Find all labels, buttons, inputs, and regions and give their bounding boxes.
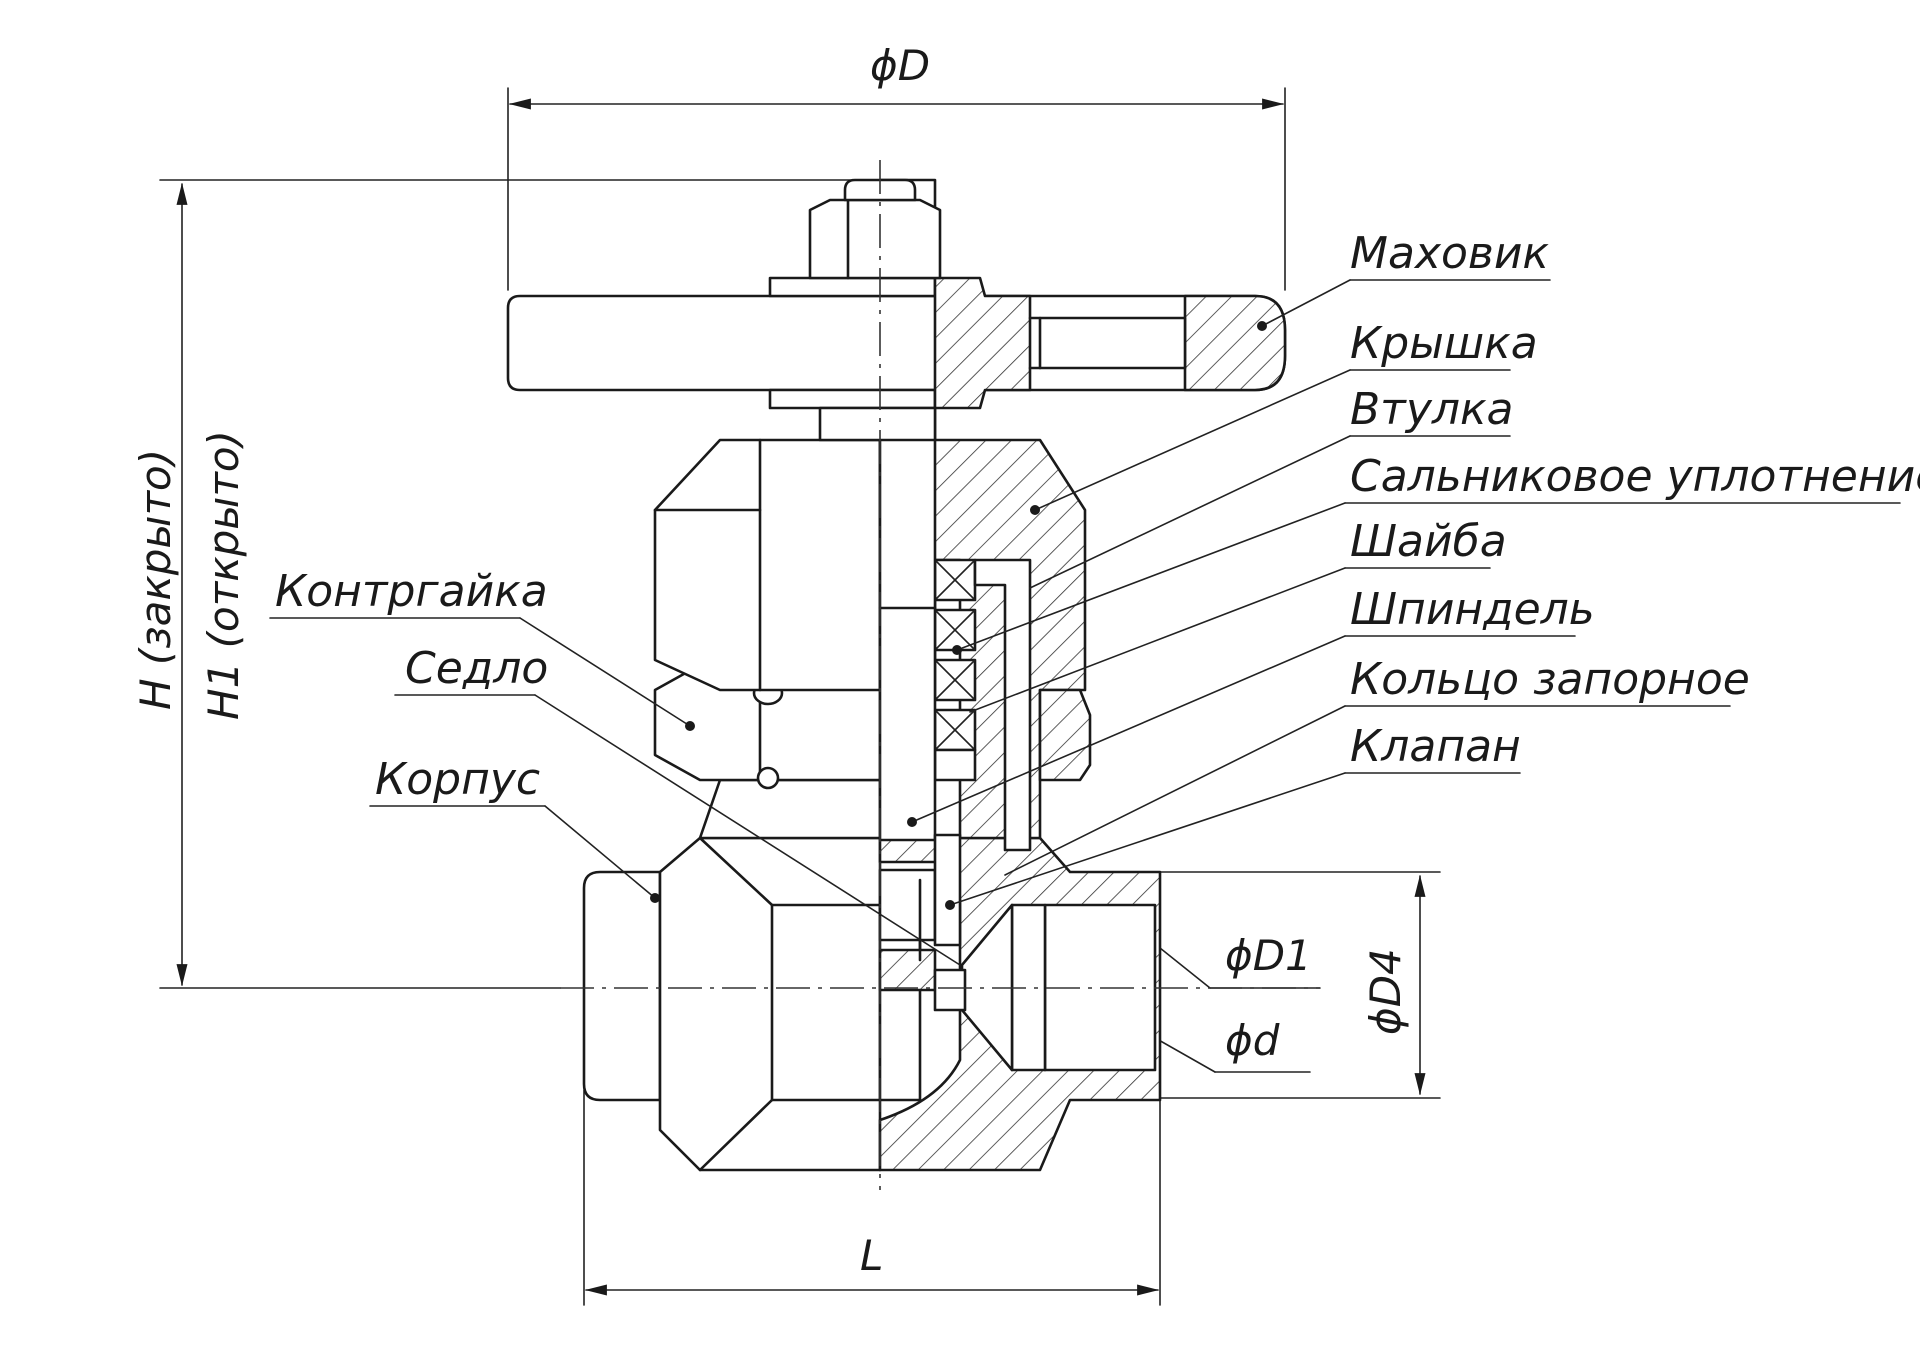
dimension-d4: ϕD4 <box>1149 871 1441 1099</box>
label-cover: Крышка <box>1350 318 1538 369</box>
dimension-h: H (закрыто) H1 (открыто) <box>131 179 881 987</box>
label-gland-seal: Сальниковое уплотнение <box>1350 451 1920 502</box>
dimension-d4-label: ϕD4 <box>1361 948 1410 1035</box>
handwheel <box>506 178 1287 442</box>
label-valve-disc: Клапан <box>1350 721 1521 772</box>
dimension-l: L <box>583 1089 1161 1306</box>
label-body: Корпус <box>375 754 540 805</box>
dimension-d1-label: ϕD1 <box>1225 931 1312 980</box>
dimension-small-d-label: ϕd <box>1225 1016 1280 1065</box>
valve-body <box>582 836 1162 1172</box>
label-bushing: Втулка <box>1350 384 1514 435</box>
leaders-right <box>907 279 1901 910</box>
dimension-l-label: L <box>860 1231 883 1280</box>
label-spindle: Шпиндель <box>1350 584 1595 635</box>
label-locknut: Контргайка <box>275 566 548 617</box>
dimension-h1-label: H1 (открыто) <box>199 430 248 720</box>
label-washer: Шайба <box>1350 516 1507 567</box>
label-lock-ring: Кольцо запорное <box>1350 654 1750 705</box>
dimension-small-d: ϕd <box>964 929 1311 1073</box>
dimension-d-label: ϕD <box>870 41 930 90</box>
label-seat: Седло <box>405 643 548 694</box>
bonnet <box>653 438 1092 852</box>
dimension-d: ϕD <box>507 41 1286 291</box>
label-handwheel: Маховик <box>1350 228 1549 279</box>
leaders-left <box>269 617 961 966</box>
dimension-h-label: H (закрыто) <box>131 449 180 710</box>
